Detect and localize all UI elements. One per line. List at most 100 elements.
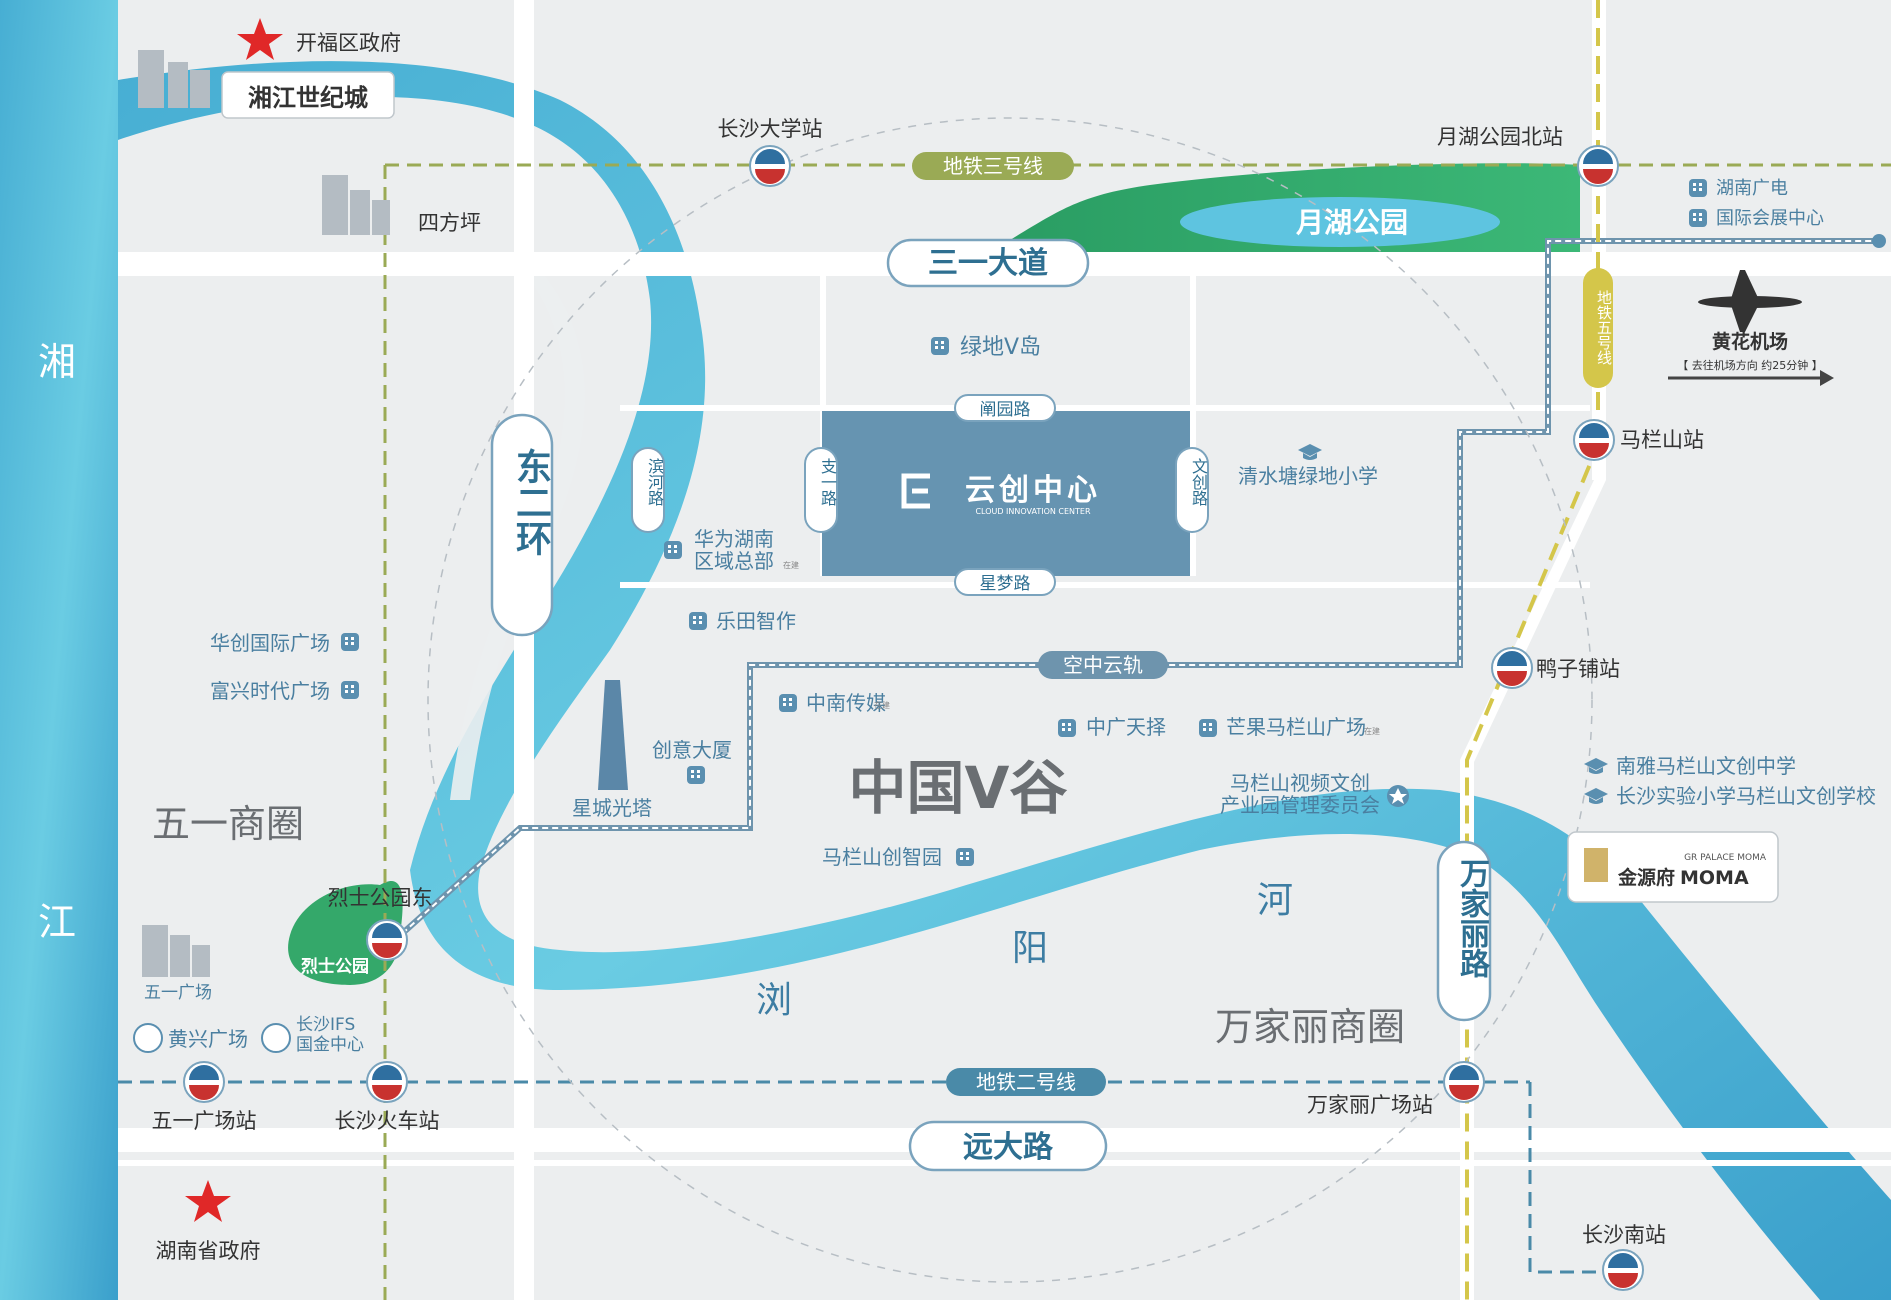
poi-letian: 乐田智作	[716, 609, 796, 633]
poi-changsha-exp-school: 长沙实验小学马栏山文创学校	[1616, 784, 1876, 808]
moma-brand-label: MOMA	[1680, 867, 1749, 889]
wuyi-district-label: 五一商圈	[152, 802, 304, 846]
star-icon-kaifu	[237, 18, 283, 60]
building-icon-zhongguang	[1058, 719, 1076, 737]
airplane-icon	[1698, 270, 1802, 332]
wenchuang-road-pill	[1175, 447, 1209, 533]
yuanda-road-pill: 远大路	[908, 1120, 1108, 1172]
zhiyi-road-label: 支一路	[818, 458, 837, 506]
poi-qingshuitang-school: 清水塘绿地小学	[1238, 464, 1378, 488]
dongerhuan-road-label: 东二环	[510, 448, 551, 556]
poi-kaifu-gov: 开福区政府	[296, 31, 401, 55]
airport-arrow	[1668, 370, 1834, 386]
metro-icon-changsha-univ	[749, 145, 791, 187]
poi-lvdi-island: 绿地V岛	[960, 335, 1041, 360]
poi-ifs-line1: 长沙IFS	[296, 1015, 355, 1035]
metro-icon-lieshi-east	[366, 919, 408, 961]
project-name-en: CLOUD INNOVATION CENTER	[975, 507, 1091, 516]
metro-icon-yuehu-north	[1577, 145, 1619, 187]
station-yuehu-north: 月湖公园北站	[1437, 125, 1563, 149]
building-icon-huawei	[664, 541, 682, 559]
qiyuan-road-pill: 阐园路	[954, 394, 1056, 422]
river-bank	[450, 270, 585, 800]
zhiyi-road-pill	[804, 447, 838, 533]
xingmeng-road-pill: 星梦路	[954, 568, 1056, 596]
project-logo-icon	[901, 473, 930, 509]
tag-under-construction-huawei: 在建	[783, 560, 799, 570]
yuehu-park-label: 月湖公园	[1295, 206, 1408, 239]
poi-hunan-tv: 湖南广电	[1716, 178, 1788, 199]
yuehu-lake	[1180, 197, 1500, 247]
project-name: 云创中心	[965, 473, 1101, 508]
shop-icon-ifs	[261, 1023, 291, 1053]
metro-icon-wuyi-square	[183, 1061, 225, 1103]
building-icon-hunan-tv	[1689, 179, 1707, 197]
station-changsha-univ: 长沙大学站	[718, 117, 823, 141]
building-icon-letian	[689, 612, 707, 630]
poi-xiangjiang-century: 湘江世纪城	[248, 84, 368, 112]
sanyi-road-label: 三一大道	[928, 246, 1048, 281]
poi-fuxing: 富兴时代广场	[210, 679, 330, 703]
station-wuyi-square: 五一广场站	[152, 1109, 257, 1133]
zhongguo-vgu-label: 中国V谷	[849, 754, 1068, 822]
xiangjiang-century-box	[221, 71, 395, 119]
poi-huawei-line1: 华为湖南	[694, 527, 774, 551]
lieshi-park-label: 烈士公园	[301, 956, 369, 977]
station-lieshi-east: 烈士公园东	[328, 886, 433, 910]
building-cluster-icon	[138, 50, 390, 977]
star-badge-inner-icon	[1389, 788, 1407, 804]
xingmeng-road-label: 星梦路	[980, 574, 1031, 594]
poi-province-gov: 湖南省政府	[156, 1239, 261, 1263]
liuyang-char-1: 浏	[756, 980, 792, 1021]
poi-committee-line1: 马栏山视频文创	[1230, 771, 1370, 795]
poi-zhongnan-media: 中南传媒	[806, 691, 886, 715]
tag-under-construction-mango: 在建	[1364, 726, 1380, 736]
project-block	[822, 411, 1190, 576]
skyrail-pill: 空中云轨	[1038, 651, 1168, 679]
building-icon-zhongnan	[779, 694, 797, 712]
building-icon-malanshan-park	[956, 848, 974, 866]
line5-pill	[1583, 268, 1613, 388]
station-wanjiali-square: 万家丽广场站	[1307, 1093, 1433, 1117]
metro-icon-wanjiali-square	[1443, 1061, 1485, 1103]
poi-huangxing: 黄兴广场	[168, 1027, 248, 1051]
line5-label: 地铁五号线	[1595, 290, 1613, 365]
poi-committee-line2: 产业园管理委员会	[1220, 793, 1380, 817]
dongerhuan-road-pill	[490, 413, 554, 637]
yuanda-road-label: 远大路	[963, 1130, 1054, 1165]
building-icon-lvdi	[931, 337, 949, 355]
building-icon-chuangyi	[687, 766, 705, 784]
skyrail-line-inner	[394, 240, 1880, 941]
road-qiyuan	[620, 405, 1590, 411]
poi-huawei-line2: 区域总部	[694, 549, 774, 573]
road-dongerhuan	[514, 0, 534, 1300]
xiangjiang-river	[0, 0, 118, 1300]
station-yazipu: 鸭子铺站	[1536, 657, 1620, 681]
building-icon-huachuang	[341, 633, 359, 651]
liuyang-char-3: 河	[1257, 880, 1293, 921]
moma-logo	[1567, 831, 1779, 903]
skyrail-label: 空中云轨	[1063, 653, 1143, 677]
metro-line5	[1465, 439, 1602, 1300]
binhe-road-pill	[631, 447, 665, 533]
poi-wuyi-square: 五一广场	[144, 983, 212, 1003]
metro-icon-changsha-railway	[366, 1061, 408, 1103]
building-icon-expo	[1689, 209, 1707, 227]
xingcheng-tower-icon	[598, 680, 628, 790]
poi-huachuang: 华创国际广场	[210, 631, 330, 655]
wanjiali-road-pill	[1436, 840, 1492, 1022]
wanjiali-district-label: 万家丽商圈	[1215, 1005, 1405, 1049]
poi-malanshan-park: 马栏山创智园	[822, 845, 942, 869]
moma-en-label: GR PALACE MOMA	[1684, 853, 1767, 863]
xiangjiang-char-1: 湘	[38, 340, 76, 384]
line3-label: 地铁三号线	[943, 154, 1043, 178]
moma-cn-label: 金源府	[1617, 866, 1675, 889]
xiangjiang-char-2: 江	[38, 900, 76, 944]
building-icon-mango	[1199, 719, 1217, 737]
airport-name: 黄花机场	[1712, 330, 1788, 353]
road-wenchuang	[1190, 276, 1196, 576]
tag-under-construction-zhongnan: 在建	[874, 700, 890, 710]
line2-pill: 地铁二号线	[946, 1068, 1106, 1096]
metro-icon-yazipu	[1491, 647, 1533, 689]
